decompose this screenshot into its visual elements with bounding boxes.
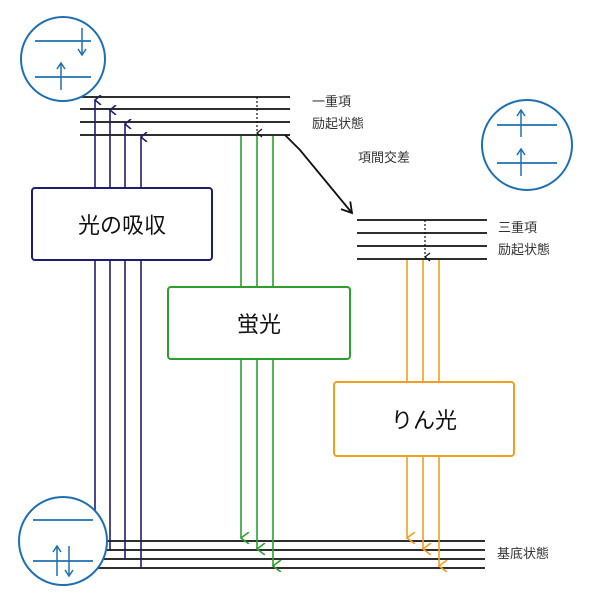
spin-arrow-down-icon (64, 546, 74, 578)
spin-circle-triplet (481, 99, 573, 191)
singlet-label-line-2: 励起状態 (312, 117, 365, 132)
spin-arrow-up-icon (56, 61, 66, 90)
fluorescence-box: 蛍光 (167, 286, 351, 360)
spin-circle-ground (18, 496, 108, 586)
spin-circle-singlet (20, 16, 106, 102)
phosphorescence-label: りん光 (390, 409, 457, 434)
isc-label: 項間交差 (358, 151, 411, 166)
ground-state-label: 基底状態 (497, 547, 550, 562)
triplet-label-line-2: 励起状態 (498, 243, 551, 258)
spin-arrow-up-icon (516, 147, 526, 176)
spin-arrow-up-icon (52, 544, 62, 576)
ground-levels (80, 540, 485, 569)
spin-arrow-down-icon (77, 28, 87, 57)
fluorescence-label: 蛍光 (236, 313, 281, 338)
absorption-arrows (95, 100, 141, 568)
spin-arrow-up-icon (516, 108, 526, 137)
triplet-levels (357, 219, 487, 260)
absorption-box: 光の吸収 (31, 187, 213, 261)
isc-arrow (284, 134, 354, 215)
triplet-label-line-1: 三重項 (498, 221, 538, 236)
phosphorescence-box: りん光 (333, 381, 515, 457)
singlet-levels (80, 96, 290, 136)
singlet-label-line-1: 一重項 (312, 95, 352, 110)
triplet-state-label: 三重項 励起状態 (498, 218, 550, 262)
singlet-state-label: 一重項 励起状態 (312, 92, 364, 136)
absorption-label: 光の吸収 (77, 214, 166, 239)
